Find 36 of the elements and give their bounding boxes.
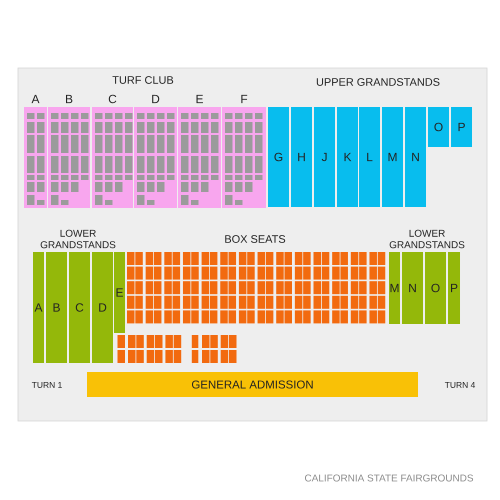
node-label: L	[367, 152, 372, 162]
section-label: D	[152, 94, 160, 104]
area-heading: UPPER GRANDSTANDS	[316, 78, 440, 86]
section-box: O	[425, 252, 446, 324]
section-box: O	[428, 107, 449, 147]
section-box: B	[46, 252, 67, 363]
node-label: D	[99, 303, 106, 312]
section-label: A	[32, 94, 40, 104]
node-label: K	[344, 152, 352, 162]
node-label: E	[116, 288, 123, 297]
venue-caption: CALIFORNIA STATE FAIRGROUNDS	[305, 474, 474, 482]
section-box: K	[337, 107, 358, 207]
section-box: P	[448, 252, 460, 324]
section-box: N	[405, 107, 426, 207]
section-label: C	[108, 94, 116, 104]
section-label: B	[66, 94, 72, 104]
section-box: L	[359, 107, 380, 207]
section-box: N	[402, 252, 423, 324]
section-box: H	[291, 107, 312, 207]
section-label: E	[196, 94, 203, 104]
section-box: M	[382, 107, 403, 207]
area-heading: LOWER GRANDSTANDS	[390, 230, 464, 248]
area-heading: BOX SEATS	[225, 235, 286, 243]
section-box: C	[69, 252, 90, 363]
section-box: E	[114, 252, 125, 333]
admission-bar: GENERAL ADMISSION	[87, 372, 418, 397]
section-box: M	[389, 252, 400, 324]
section-box: G	[268, 107, 289, 207]
turn-label: TURN 4	[444, 382, 476, 388]
turn-label: TURN 1	[32, 382, 62, 388]
area-heading: TURF CLUB	[112, 76, 174, 84]
area-heading: LOWER GRANDSTANDS	[40, 230, 116, 248]
section-box: J	[314, 107, 335, 207]
section-box: P	[451, 107, 472, 147]
section-label: F	[241, 94, 248, 104]
section-box: A	[33, 252, 44, 363]
